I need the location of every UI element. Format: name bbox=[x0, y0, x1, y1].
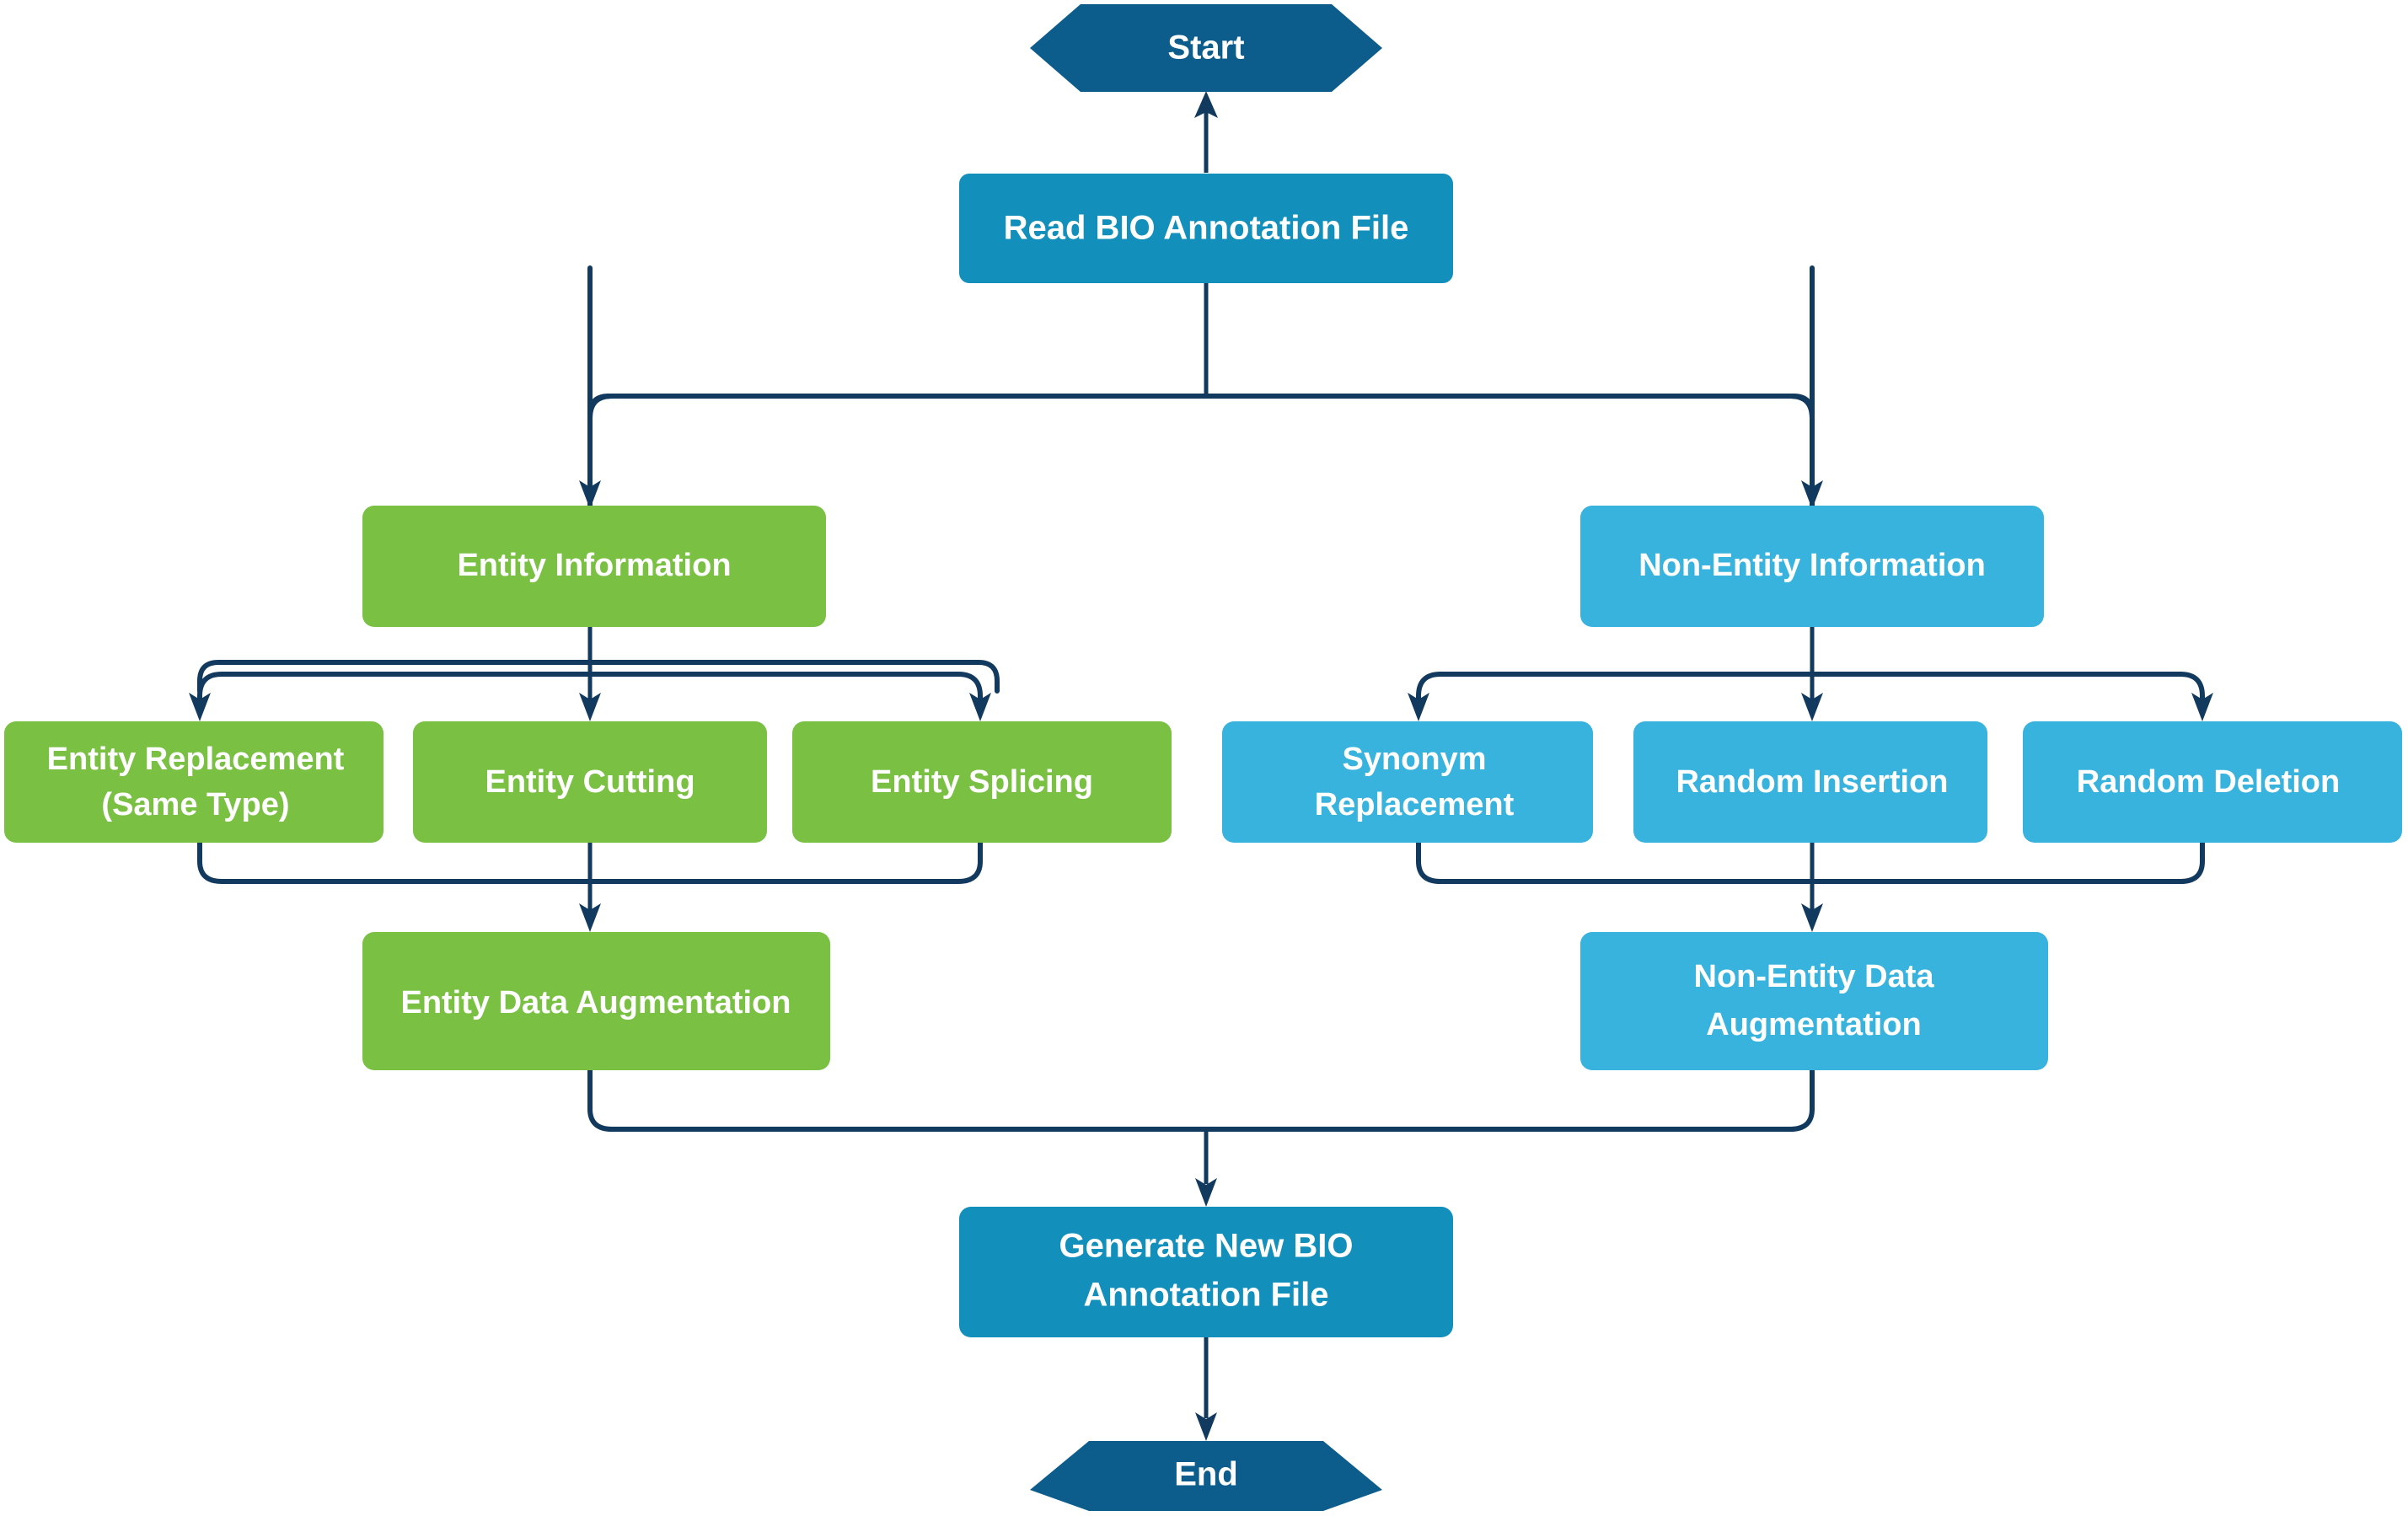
edge-nonentity-merge-right bbox=[1810, 840, 2205, 884]
edge-entity-merge-right bbox=[587, 840, 983, 884]
node-read-bio-annotation-file[interactable]: Read BIO Annotation File bbox=[959, 174, 1453, 283]
edge-top-bus-right bbox=[1204, 394, 1815, 491]
edge-top-split-bus bbox=[587, 265, 1815, 417]
edge-final-merge-right bbox=[1204, 1068, 1815, 1132]
node-entity-splicing[interactable]: Entity Splicing bbox=[792, 721, 1172, 843]
arrowhead-nonentity-data-aug bbox=[1801, 903, 1823, 932]
edge-nonentity-merge-left bbox=[1416, 840, 1815, 884]
random-deletion-label: Random Deletion bbox=[2077, 764, 2340, 800]
entity-replacement-shape bbox=[4, 721, 383, 843]
arrowhead-end bbox=[1195, 1412, 1217, 1441]
arrowhead-to-non-entity-info bbox=[1801, 480, 1823, 509]
entity-data-augmentation-shape bbox=[362, 932, 830, 1070]
node-synonym-replacement[interactable]: Synonym Replacement bbox=[1222, 721, 1593, 843]
edge-entity-merge-left bbox=[197, 840, 593, 884]
arrowhead-entity-cutting bbox=[579, 693, 601, 721]
entity-cutting-shape bbox=[413, 721, 767, 843]
entity-information-label: Entity Information bbox=[457, 548, 731, 583]
edge-entity-split-left bbox=[197, 672, 593, 704]
end-hexagon-shape bbox=[1030, 1441, 1382, 1511]
read-file-label: Read BIO Annotation File bbox=[1004, 210, 1409, 247]
node-entity-cutting[interactable]: Entity Cutting bbox=[413, 721, 767, 843]
arrowhead-generate-file bbox=[1195, 1178, 1217, 1207]
edge-top-split-bus-paths bbox=[587, 394, 1815, 508]
non-entity-data-augmentation-label-line1: Non-Entity Data bbox=[1694, 959, 1935, 994]
synonym-replacement-label-line2: Replacement bbox=[1315, 787, 1515, 822]
non-entity-information-shape bbox=[1580, 506, 2044, 627]
node-entity-data-augmentation[interactable]: Entity Data Augmentation bbox=[362, 932, 830, 1070]
synonym-replacement-label-line1: Synonym bbox=[1342, 742, 1486, 777]
non-entity-data-augmentation-shape bbox=[1580, 932, 2048, 1070]
edge-nonentity-split-right bbox=[1810, 672, 2205, 704]
node-random-insertion[interactable]: Random Insertion bbox=[1633, 721, 1987, 843]
node-entity-information[interactable]: Entity Information bbox=[362, 506, 826, 627]
edge-entity-split-bus bbox=[197, 660, 1000, 694]
entity-splicing-shape bbox=[792, 721, 1172, 843]
generate-file-shape bbox=[959, 1207, 1453, 1337]
arrowhead-entity-splicing bbox=[969, 693, 991, 721]
edge-entity-split-right bbox=[587, 672, 983, 704]
entity-splicing-label: Entity Splicing bbox=[871, 764, 1093, 800]
edge-top-bus-left bbox=[587, 394, 1209, 491]
arrowhead-random-deletion bbox=[2191, 693, 2213, 721]
entity-cutting-label: Entity Cutting bbox=[485, 764, 695, 800]
generate-file-label-line1: Generate New BIO bbox=[1059, 1228, 1353, 1265]
end-label: End bbox=[1174, 1456, 1238, 1493]
node-generate-new-bio-annotation-file[interactable]: Generate New BIO Annotation File bbox=[959, 1207, 1453, 1337]
read-file-shape bbox=[959, 174, 1453, 283]
generate-file-label-line2: Annotation File bbox=[1083, 1277, 1328, 1314]
edge-readfile-to-start bbox=[1194, 91, 1218, 173]
node-non-entity-data-augmentation[interactable]: Non-Entity Data Augmentation bbox=[1580, 932, 2048, 1070]
random-insertion-label: Random Insertion bbox=[1676, 764, 1948, 800]
edge-nonentity-split-left bbox=[1416, 672, 1815, 704]
start-hexagon-shape bbox=[1030, 4, 1382, 92]
arrowhead-random-insertion bbox=[1801, 693, 1823, 721]
start-label: Start bbox=[1167, 29, 1244, 67]
connectors bbox=[189, 394, 2213, 1441]
edge-final-merge-left bbox=[587, 1068, 1209, 1132]
node-end[interactable]: End bbox=[1030, 1441, 1382, 1511]
arrowhead-to-entity-info bbox=[579, 480, 601, 509]
node-random-deletion[interactable]: Random Deletion bbox=[2023, 721, 2402, 843]
random-deletion-shape bbox=[2023, 721, 2402, 843]
arrowhead-entity-replacement bbox=[189, 693, 211, 721]
arrowhead-entity-data-aug bbox=[579, 903, 601, 932]
synonym-replacement-shape bbox=[1222, 721, 1593, 843]
arrowhead-synonym-replacement bbox=[1408, 693, 1429, 721]
entity-information-shape bbox=[362, 506, 826, 627]
node-entity-replacement[interactable]: Entity Replacement (Same Type) bbox=[4, 721, 383, 843]
entity-replacement-label-line1: Entity Replacement bbox=[47, 742, 345, 777]
non-entity-data-augmentation-label-line2: Augmentation bbox=[1706, 1007, 1921, 1042]
random-insertion-shape bbox=[1633, 721, 1987, 843]
entity-replacement-label-line2: (Same Type) bbox=[101, 787, 289, 822]
node-start[interactable]: Start bbox=[1030, 4, 1382, 92]
non-entity-information-label: Non-Entity Information bbox=[1638, 548, 1986, 583]
node-non-entity-information[interactable]: Non-Entity Information bbox=[1580, 506, 2044, 627]
entity-data-augmentation-label: Entity Data Augmentation bbox=[400, 985, 791, 1020]
